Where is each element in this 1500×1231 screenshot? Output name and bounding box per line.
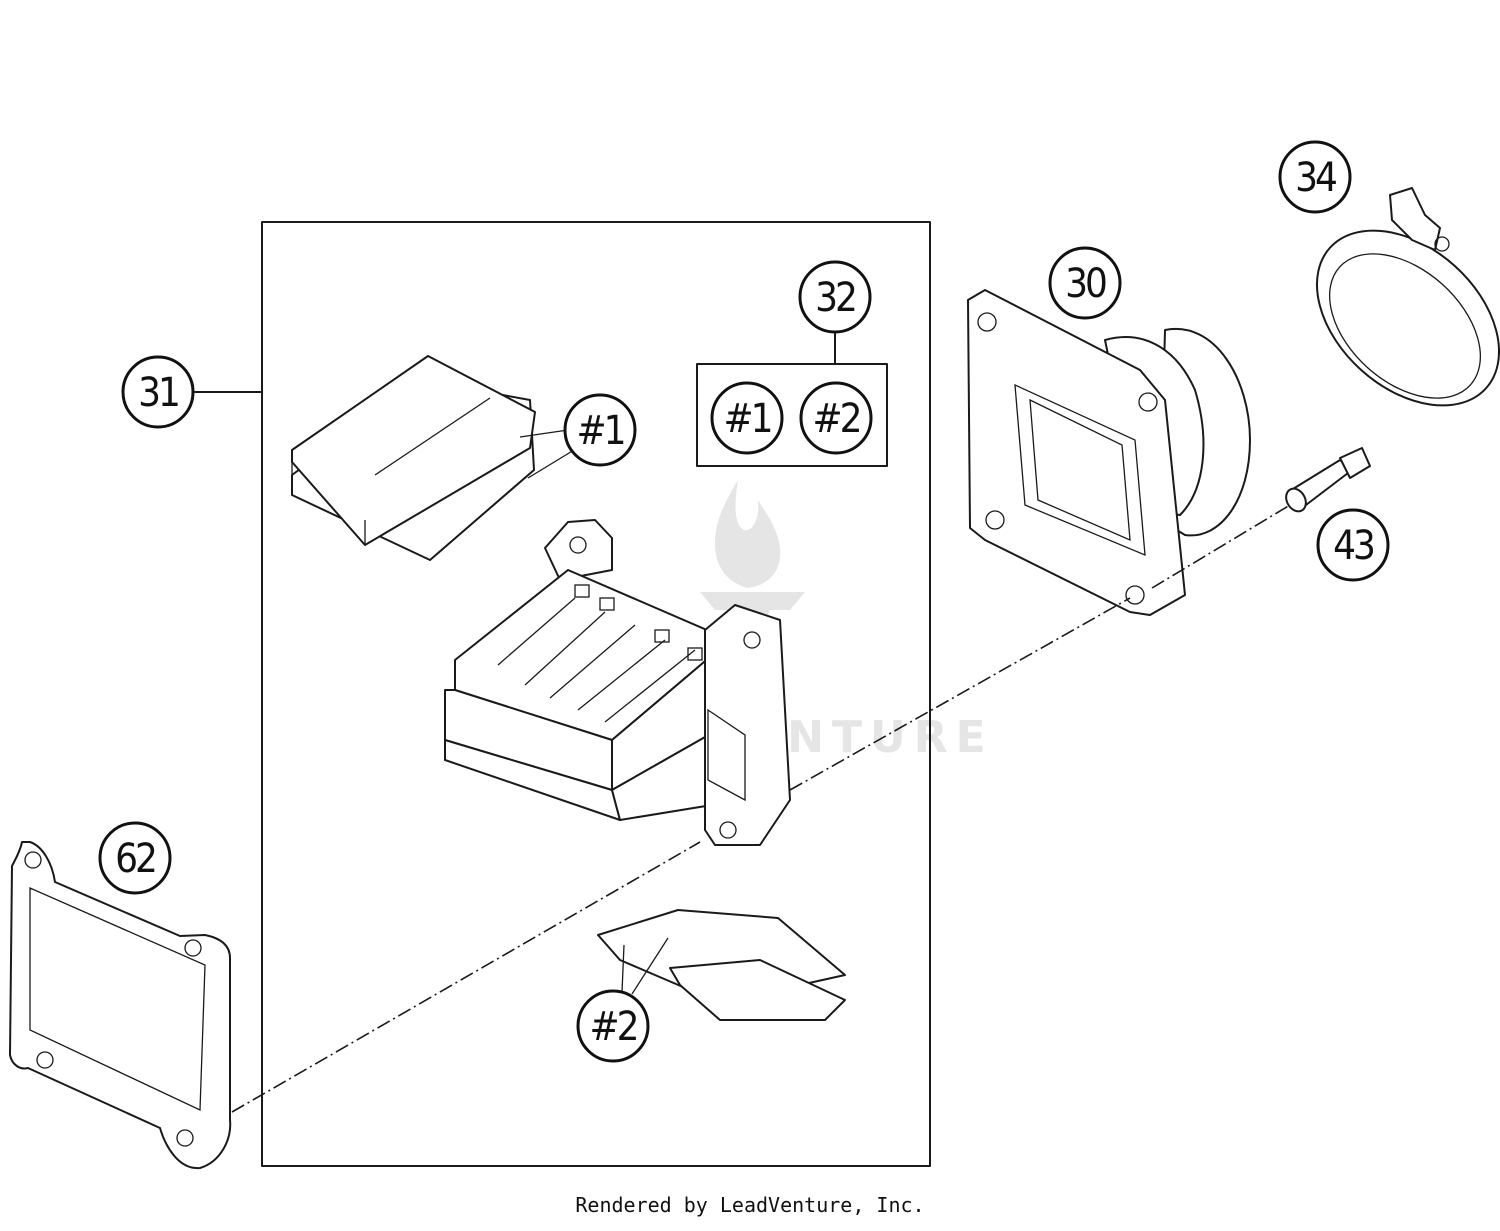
bolt-43	[1285, 447, 1371, 513]
svg-text:#2: #2	[812, 396, 859, 442]
hose-clamp-34	[1315, 187, 1500, 407]
callout-hash1-set: #1	[710, 381, 784, 455]
gasket-62	[9, 841, 232, 1170]
callout-31: 31	[121, 355, 195, 429]
callout-32: 32	[798, 260, 872, 334]
callout-62: 62	[98, 821, 172, 895]
leader-1b	[527, 449, 575, 479]
svg-text:62: 62	[115, 836, 155, 882]
leader-2b	[631, 937, 669, 995]
callout-30: 30	[1048, 246, 1122, 320]
svg-text:34: 34	[1295, 155, 1336, 201]
leader-1a	[519, 429, 569, 438]
svg-text:32: 32	[815, 275, 855, 321]
intake-manifold-30	[967, 289, 1251, 616]
svg-text:#1: #1	[723, 396, 770, 442]
reed-valve-block	[444, 519, 791, 846]
reed-set-32-box	[696, 363, 888, 467]
callout-hash2-set: #2	[799, 381, 873, 455]
svg-text:#2: #2	[589, 1004, 636, 1050]
footer-credit: Rendered by LeadVenture, Inc.	[575, 1193, 925, 1217]
reed-petals-2	[597, 909, 846, 1021]
kit-31-boundary-box	[261, 221, 931, 1167]
callout-hash1-petals: #1	[563, 393, 637, 467]
svg-text:#1: #1	[576, 408, 623, 454]
reed-petals-1	[291, 355, 536, 561]
svg-text:30: 30	[1065, 261, 1106, 307]
svg-text:31: 31	[138, 370, 178, 416]
leader-2a	[621, 944, 625, 993]
assembly-alignment-line	[231, 504, 1291, 1113]
callout-hash2-petals: #2	[576, 989, 650, 1063]
svg-text:43: 43	[1333, 523, 1374, 569]
callout-34: 34	[1278, 140, 1352, 214]
callout-43: 43	[1316, 508, 1390, 582]
